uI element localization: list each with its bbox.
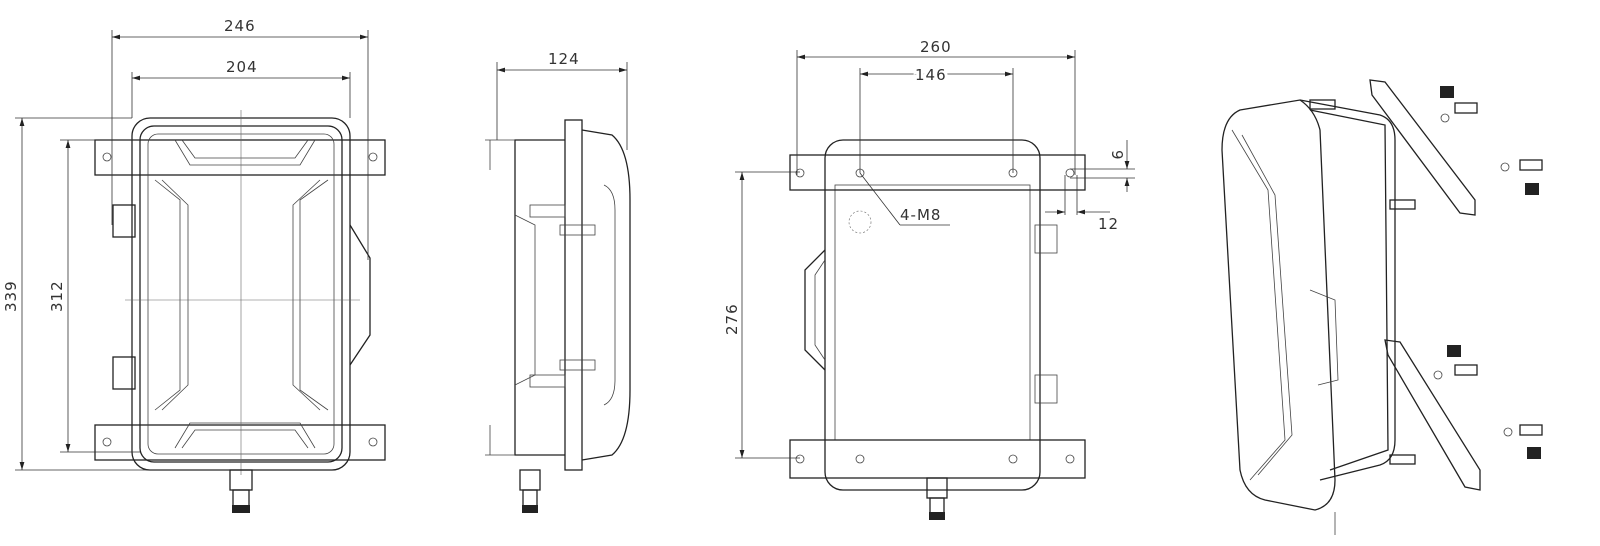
dim-depth: 124 — [548, 50, 580, 68]
dim-bracket-width: 260 — [920, 38, 952, 56]
front-view: 246 204 339 312 — [2, 17, 386, 513]
dim-width-outer: 246 — [224, 17, 256, 35]
dim-hole-offset-x: 12 — [1098, 215, 1119, 233]
side-view: 124 — [485, 50, 631, 513]
dim-height-inner: 312 — [48, 280, 66, 312]
rear-view: 260 146 9 12 4-M8 276 — [723, 38, 1135, 520]
dim-hole-offset-y: 9 — [1108, 150, 1126, 161]
dim-height-outer: 339 — [2, 280, 20, 312]
dim-width-inner: 204 — [226, 58, 258, 76]
mounting-screws — [1309, 86, 1543, 465]
dim-hole-spacing-x: 146 — [915, 66, 947, 84]
label-hole-spec: 4-M8 — [900, 206, 941, 224]
dim-hole-spacing-y: 276 — [723, 303, 741, 335]
isometric-view — [1221, 79, 1543, 535]
